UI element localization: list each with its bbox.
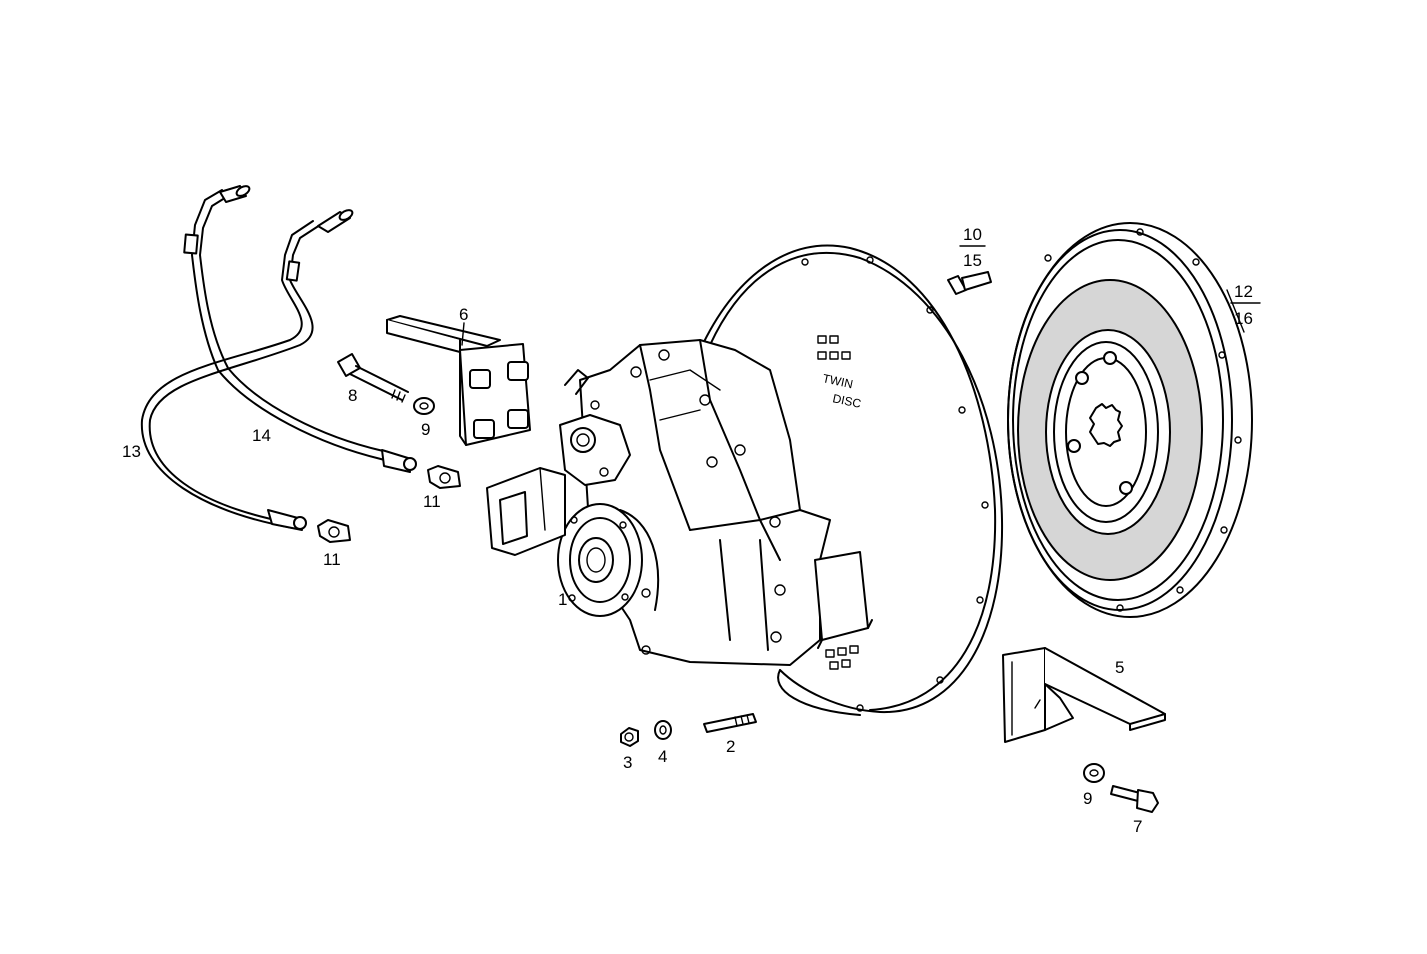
bolt-7 <box>1110 785 1159 813</box>
callout-10: 10 <box>963 225 982 244</box>
callout-1: 1 <box>558 590 567 609</box>
bolt-8 <box>337 353 409 403</box>
callout-12: 12 <box>1234 282 1253 301</box>
callout-15: 15 <box>963 251 982 270</box>
hose-14 <box>183 185 417 473</box>
leader-lines <box>461 289 1245 346</box>
callout-9-upper: 9 <box>421 420 430 439</box>
callout-5: 5 <box>1115 658 1124 677</box>
washer-9-lower <box>1083 763 1105 783</box>
callout-7: 7 <box>1133 817 1142 836</box>
fitting-11-lower <box>317 519 351 543</box>
callout-3: 3 <box>623 753 632 772</box>
bracket-5 <box>1002 647 1166 743</box>
housing-marking-line2: DISC <box>831 391 862 411</box>
callout-4: 4 <box>658 747 667 766</box>
callout-16: 16 <box>1234 309 1253 328</box>
gearbox-1 <box>486 339 873 666</box>
callout-14: 14 <box>252 426 271 445</box>
callout-11-upper: 11 <box>423 492 441 511</box>
washer-9-upper <box>413 397 435 415</box>
callout-6: 6 <box>459 305 468 324</box>
callout-2: 2 <box>726 737 735 756</box>
stud-2 <box>703 713 757 733</box>
nut-3 <box>620 727 639 747</box>
callout-8: 8 <box>348 386 357 405</box>
callout-9-lower: 9 <box>1083 789 1092 808</box>
callout-labels: 1 2 3 4 5 6 7 8 9 9 11 11 13 14 10 15 12… <box>122 225 1261 836</box>
housing-marking-line1: TWIN <box>821 371 854 391</box>
bracket-6 <box>386 315 531 446</box>
washer-4 <box>654 720 672 740</box>
damper-plate-12-16 <box>1007 222 1253 618</box>
hose-13 <box>140 209 354 531</box>
callout-11-lower: 11 <box>323 550 341 569</box>
bolt-10-15 <box>947 271 992 295</box>
fitting-11-upper <box>427 465 461 489</box>
callout-13: 13 <box>122 442 141 461</box>
